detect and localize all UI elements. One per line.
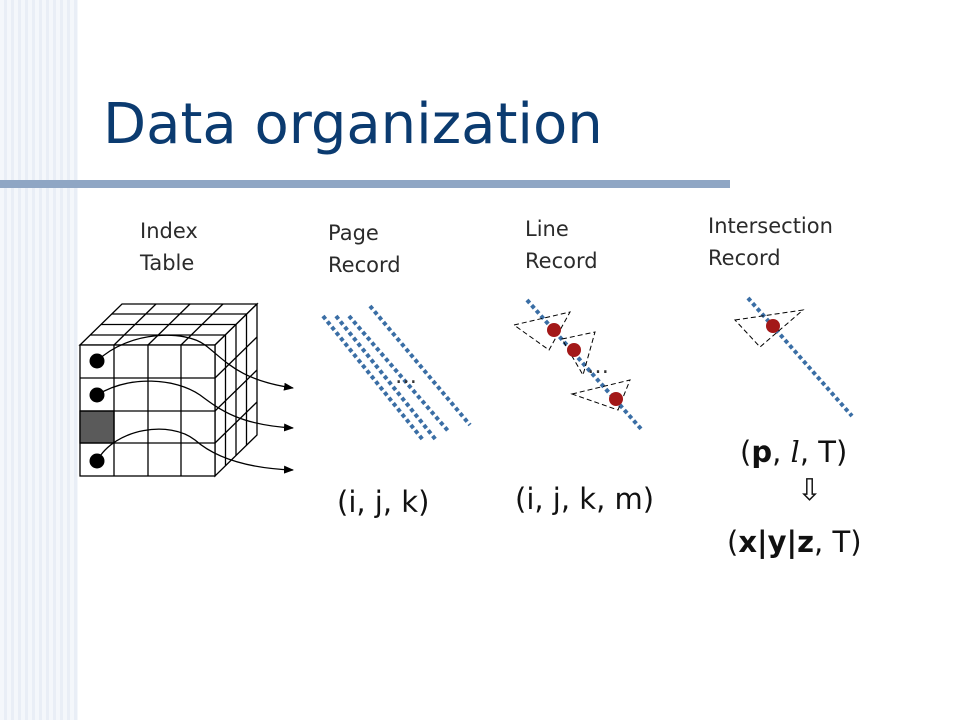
- intersection-tuple-bottom: (x|y|z, T): [727, 525, 862, 559]
- intersection-record-triangle: [733, 309, 805, 348]
- page-record-tuple: (i, j, k): [337, 485, 430, 519]
- page-title: Data organization: [103, 92, 603, 157]
- intersection-tuple-top: (p, l, T): [740, 435, 848, 469]
- line-record-points: [547, 323, 623, 406]
- selected-cell: [79, 410, 115, 444]
- page-record-label: Page Record: [328, 221, 401, 277]
- title-underline: [0, 180, 730, 188]
- line-record-triangles: [512, 311, 631, 411]
- intersection-record-point: [766, 319, 780, 333]
- line-record-line: [525, 298, 644, 432]
- page-record-lines: [321, 304, 472, 442]
- index-table-cube: [78, 302, 259, 478]
- line-record-tuple: (i, j, k, m): [515, 482, 655, 516]
- page-record-ellipsis: …: [395, 364, 417, 389]
- background-stripes: [0, 0, 78, 720]
- line-record-label: Line Record: [525, 217, 598, 273]
- index-table-label: Index Table: [140, 219, 198, 275]
- index-pointer-arrows: [96, 334, 294, 474]
- line-record-ellipsis: …: [587, 354, 609, 379]
- intersection-record-label: Intersection Record: [708, 214, 833, 270]
- transform-arrow: ⇩: [797, 473, 823, 508]
- intersection-record-line: [746, 296, 854, 418]
